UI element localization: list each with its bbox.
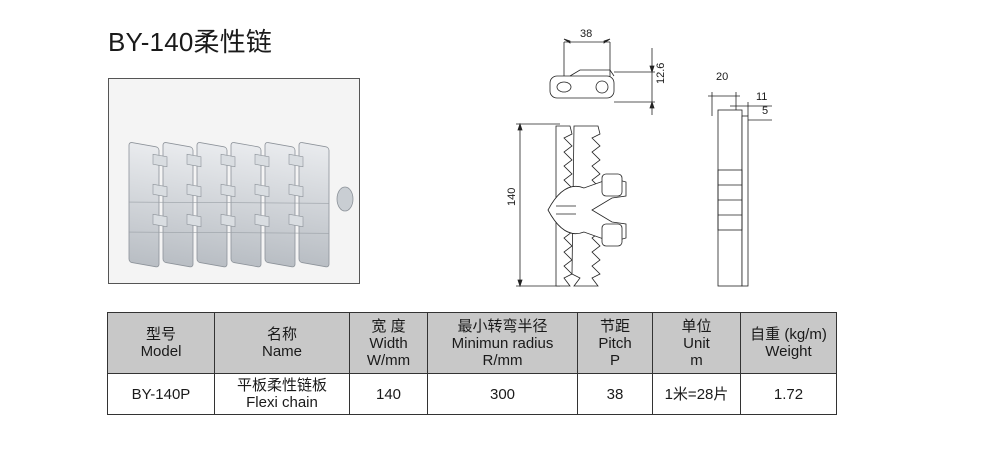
header-radius: 最小转弯半径 Minimun radius R/mm xyxy=(427,312,578,374)
header-width: 宽 度 Width W/mm xyxy=(349,312,428,374)
dim-12-6-label: 12.6 xyxy=(655,63,667,84)
cell-name: 平板柔性链板 Flexi chain xyxy=(214,373,350,415)
table-row: BY-140P 平板柔性链板 Flexi chain 140 300 38 1米… xyxy=(107,373,837,415)
table-header-row: 型号 Model 名称 Name 宽 度 Width W/mm 最小转弯半径 M… xyxy=(107,312,837,374)
header-name: 名称 Name xyxy=(214,312,350,374)
product-photo xyxy=(108,78,360,284)
cell-weight: 1.72 xyxy=(740,373,837,415)
technical-drawing: 38 12.6 20 11 5 140 xyxy=(506,28,772,288)
header-model: 型号 Model xyxy=(107,312,215,374)
spec-table: 型号 Model 名称 Name 宽 度 Width W/mm 最小转弯半径 M… xyxy=(107,312,837,415)
front-view xyxy=(516,122,627,288)
top-view xyxy=(549,38,655,115)
flexi-chain-illustration xyxy=(128,142,354,268)
dim-140-label: 140 xyxy=(506,188,518,206)
cell-radius: 300 xyxy=(427,373,578,415)
header-unit: 单位 Unit m xyxy=(652,312,741,374)
header-pitch: 节距 Pitch P xyxy=(577,312,653,374)
dim-11-label: 11 xyxy=(756,91,767,103)
side-view xyxy=(708,92,772,287)
dim-20-label: 20 xyxy=(716,71,728,83)
dim-5-label: 5 xyxy=(762,105,768,117)
header-weight: 自重 (kg/m) Weight xyxy=(740,312,837,374)
page-title: BY-140柔性链 xyxy=(108,27,273,57)
cell-unit: 1米=28片 xyxy=(652,373,741,415)
dim-38-label: 38 xyxy=(580,28,592,40)
cell-model: BY-140P xyxy=(107,373,215,415)
cell-width: 140 xyxy=(349,373,428,415)
cell-pitch: 38 xyxy=(577,373,653,415)
